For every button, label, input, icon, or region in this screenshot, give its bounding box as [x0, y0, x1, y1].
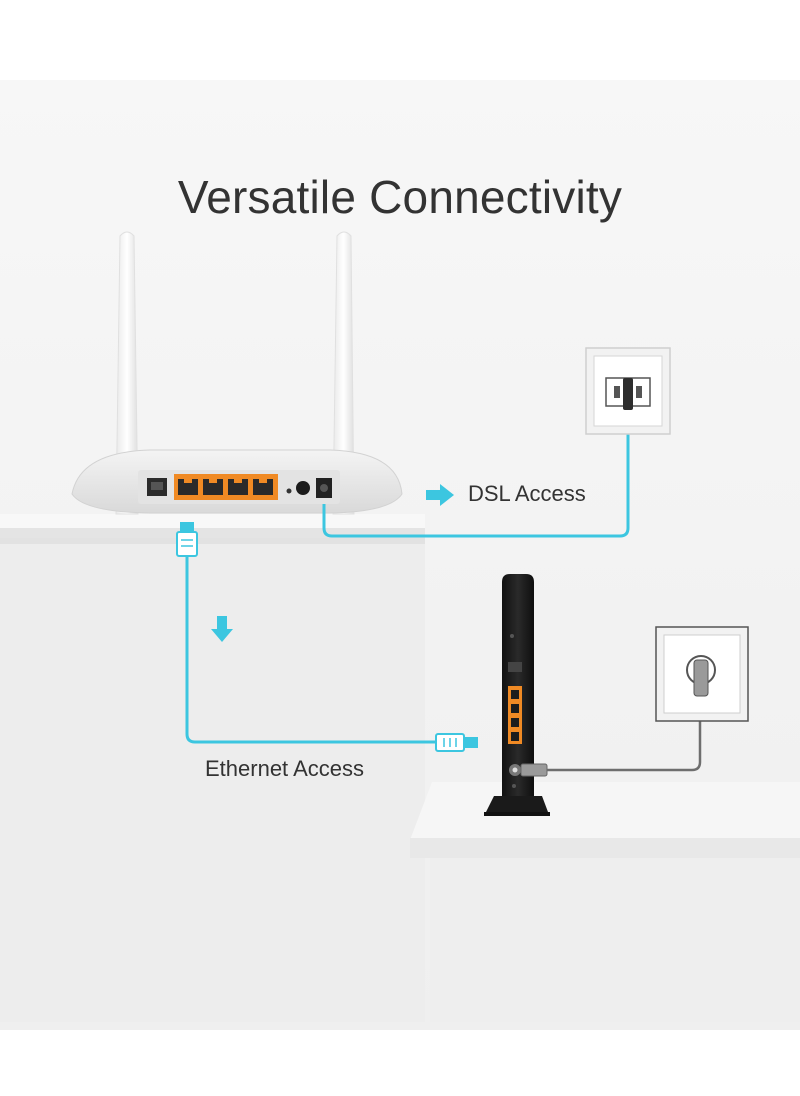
phone-plug — [623, 378, 633, 410]
modem-tower — [502, 574, 534, 796]
left-countertop-edge — [0, 528, 425, 538]
ethernet-cable — [176, 522, 478, 752]
left-cabinet-front — [0, 538, 425, 1022]
right-countertop — [410, 782, 800, 840]
left-cabinet — [0, 514, 425, 1022]
ethernet-access-label: Ethernet Access — [205, 756, 364, 781]
arrow-down-icon — [211, 616, 233, 642]
left-countertop — [0, 514, 425, 528]
adsl-router — [71, 449, 403, 514]
arrow-right-icon — [426, 484, 454, 506]
right-cabinet-front — [430, 858, 800, 1022]
power-button — [296, 481, 310, 495]
dsl-cable — [322, 420, 630, 538]
ethernet-port-4 — [253, 479, 273, 495]
ethernet-plug-router — [176, 531, 198, 557]
ethernet-port-1 — [178, 479, 198, 495]
right-cabinet — [410, 782, 800, 1022]
cable-modem — [484, 574, 550, 816]
page-title: Versatile Connectivity — [177, 171, 623, 223]
coax-plug — [693, 659, 709, 697]
coax-wall-socket-icon — [655, 626, 749, 722]
ethernet-port-3 — [228, 479, 248, 495]
modem-stand — [486, 796, 548, 812]
phone-wall-jack-icon — [585, 347, 671, 435]
coax-cable — [520, 690, 702, 777]
modem-ethernet-ports — [508, 686, 522, 744]
modem-usb-port — [508, 662, 522, 672]
ethernet-port-2 — [203, 479, 223, 495]
reset-pinhole — [286, 488, 292, 494]
right-countertop-edge — [410, 838, 800, 858]
dsl-access-label: DSL Access — [468, 481, 586, 506]
